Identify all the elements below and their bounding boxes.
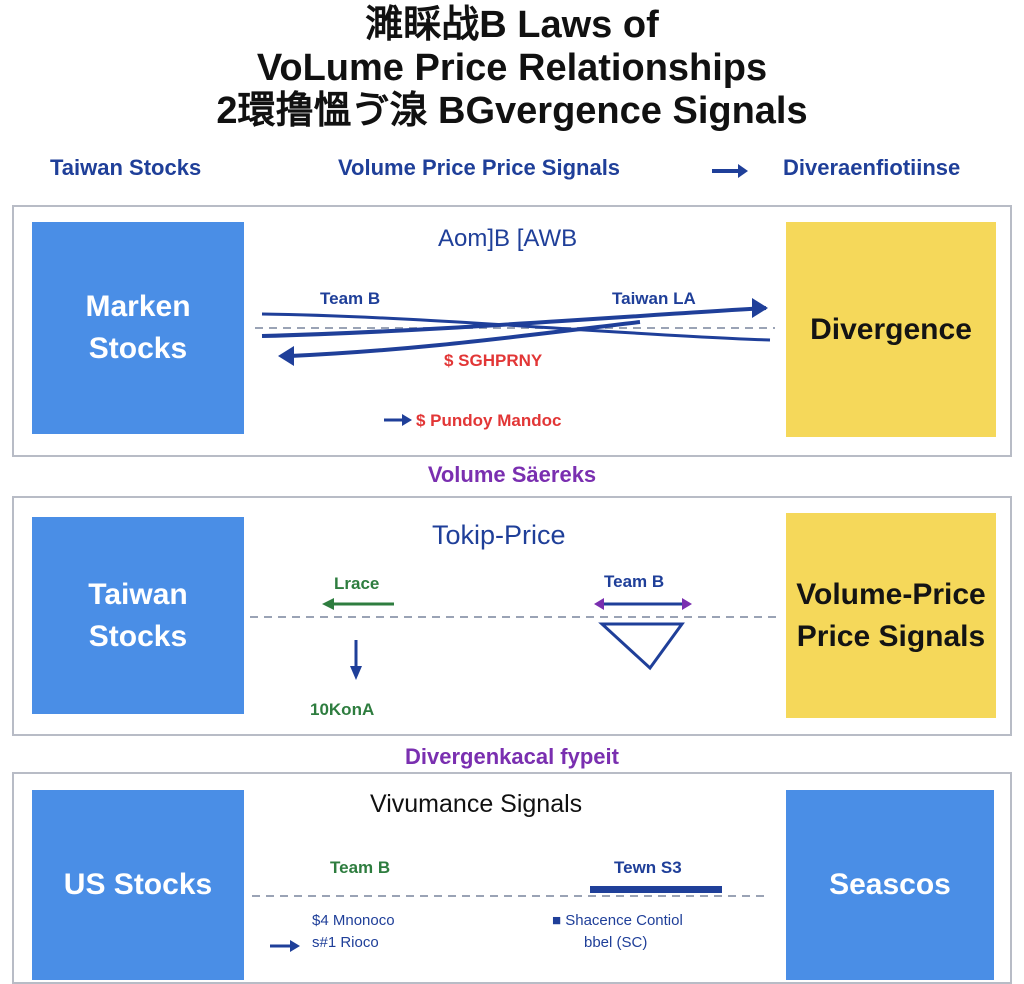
panel-1-line-a — [261, 312, 771, 342]
panel-3-note-1b: s#1 Rioco — [312, 934, 379, 951]
panel-2-label-left: Lrace — [334, 574, 380, 593]
top-nav-center: Volume Price Price Signals — [338, 155, 621, 180]
panel-3-heading: Vivumance Signals — [370, 790, 583, 818]
panel-3-label-left: Team B — [330, 858, 391, 877]
panel-3-note-2b: bbel (SC) — [584, 934, 648, 951]
panel-2-down-arrowhead — [350, 666, 362, 680]
top-nav-left: Taiwan Stocks — [50, 155, 202, 180]
panel-1-arrowhead-left — [278, 346, 294, 366]
title-line-3: 2環撸慍ゔ湶 BGvergence Signals — [216, 90, 808, 132]
panel-1-right-box: Divergence — [786, 222, 996, 437]
panel-1-line-c — [289, 320, 641, 358]
panel-1-line-b — [261, 306, 767, 338]
panel-1-red-label-1: $ SGHPRNY — [444, 351, 543, 370]
panel-3-small-arrowhead — [290, 940, 300, 952]
panel-3-note-2a: ■ Shacence Contiol — [552, 912, 683, 929]
panel-1-arrowhead-right — [752, 298, 768, 318]
section-label-2: Divergenkacal fypeit — [405, 744, 619, 769]
panel-2-green-arrowhead — [322, 598, 334, 610]
panel-3-left-box: US Stocks — [32, 790, 244, 980]
title-line-1: 濉睬战Β Laws of — [365, 4, 659, 46]
panel-3-right-box: Seascos — [786, 790, 994, 980]
panel-2-label-bottom: 10KonA — [310, 700, 375, 719]
title-line-2: VoLume Price Relationships — [256, 47, 768, 89]
panel-1-label-right: Taiwan LA — [612, 289, 696, 308]
panel-3-note-1a: $4 Mnonoco — [312, 912, 395, 929]
panel-2-arrowhead-left — [594, 598, 604, 610]
section-label-1: Volume Säereks — [427, 462, 597, 487]
panel-1-label-left: Team B — [320, 289, 381, 308]
arrow-right-icon — [712, 164, 748, 178]
panel-2-heading: Tokip-Price — [432, 520, 566, 550]
panel-3-label-right: Tewn S3 — [614, 858, 682, 877]
panel-2-label-right: Team B — [604, 572, 665, 591]
panel-1-red-label-2: $ Pundoy Mandoc — [416, 411, 562, 430]
top-nav-right: Diveraenfiotiinse — [783, 155, 961, 180]
panel-2-triangle — [598, 622, 685, 671]
page-title: 濉睬战Β Laws of VoLume Price Relationships … — [0, 4, 1024, 133]
panel-2-arrowhead-right — [682, 598, 692, 610]
panel-1-small-arrowhead — [402, 414, 412, 426]
panel-2-left-box: Taiwan Stocks — [32, 517, 244, 714]
panel-1-heading: Aom]B [AWB — [438, 225, 578, 252]
panel-1-left-box: Marken Stocks — [32, 222, 244, 434]
top-nav: Taiwan Stocks Volume Price Price Signals… — [0, 155, 1024, 185]
panel-3-bar — [590, 886, 722, 893]
panel-2-right-box: Volume-Price Price Signals — [786, 513, 996, 718]
